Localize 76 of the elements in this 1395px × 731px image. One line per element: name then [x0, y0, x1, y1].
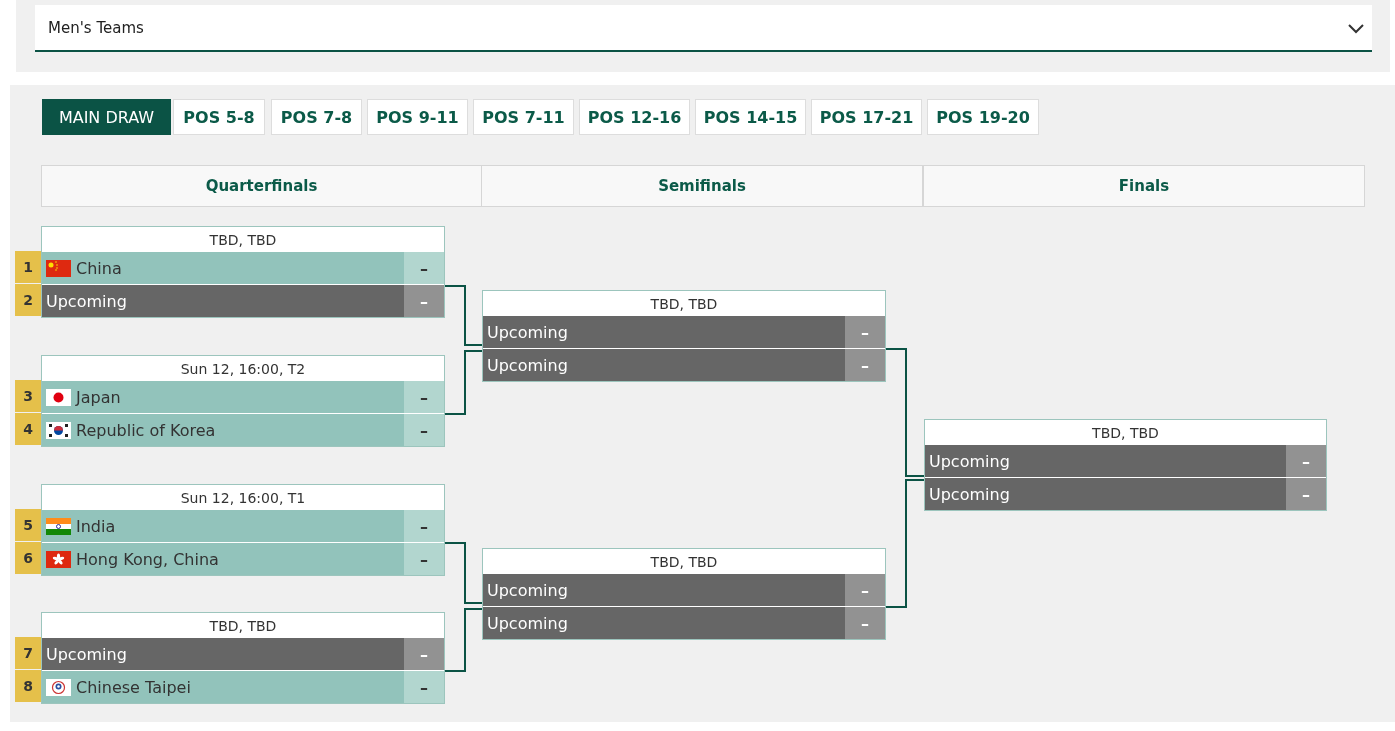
team-name: Upcoming: [487, 580, 568, 600]
team-name: Upcoming: [929, 484, 1010, 504]
team-name: Republic of Korea: [76, 420, 216, 440]
team-row: [483, 349, 885, 381]
team-name: Hong Kong, China: [76, 549, 219, 569]
seed-number: 4: [15, 413, 41, 445]
tab: POS 19-20: [927, 99, 1039, 135]
seed-number: 8: [15, 670, 41, 702]
team-row: [925, 478, 1326, 510]
team-name: Chinese Taipei: [76, 677, 191, 697]
tab: POS 7-8: [271, 99, 362, 135]
bracket-connector: [444, 285, 483, 346]
tab: POS 7-11: [473, 99, 574, 135]
score: –: [845, 607, 885, 639]
team-row: [42, 543, 444, 575]
seed-number: 7: [15, 637, 41, 669]
column-header: Quarterfinals: [41, 165, 482, 207]
match-card: [41, 484, 445, 576]
team-row: [42, 414, 444, 446]
bracket-connector: [444, 608, 483, 672]
score: –: [845, 574, 885, 606]
match-card: [482, 548, 886, 640]
team-row: [483, 607, 885, 639]
score: –: [1286, 478, 1326, 510]
team-row: [42, 638, 444, 670]
tab: POS 9-11: [367, 99, 468, 135]
bracket-connector: [444, 350, 483, 415]
score: –: [1286, 445, 1326, 477]
tab: MAIN DRAW: [42, 99, 171, 135]
score: –: [845, 316, 885, 348]
team-row: [925, 445, 1326, 477]
team-row: [483, 316, 885, 348]
score: –: [404, 638, 444, 670]
column-header: Semifinals: [481, 165, 923, 207]
seed-number: 6: [15, 542, 41, 574]
bracket-connector: [885, 479, 925, 608]
team-row: [42, 510, 444, 542]
score: –: [404, 381, 444, 413]
bracket-connector: [885, 348, 925, 477]
match-card: [482, 290, 886, 382]
seed-number: 3: [15, 380, 41, 412]
score: –: [404, 671, 444, 703]
tab: POS 12-16: [579, 99, 690, 135]
match-card: [41, 612, 445, 704]
team-row: [42, 285, 444, 317]
team-row: [42, 381, 444, 413]
tab: POS 5-8: [173, 99, 265, 135]
match-card: [924, 419, 1327, 511]
score: –: [404, 285, 444, 317]
seed-number: 5: [15, 509, 41, 541]
team-name: Upcoming: [487, 613, 568, 633]
score: –: [404, 252, 444, 284]
match-card: [41, 355, 445, 447]
team-name: Upcoming: [46, 291, 127, 311]
score: –: [404, 543, 444, 575]
score: –: [404, 510, 444, 542]
seed-number: 2: [15, 284, 41, 316]
score: –: [845, 349, 885, 381]
column-header: Finals: [923, 165, 1365, 207]
team-name: India: [76, 516, 116, 536]
seed-number: 1: [15, 251, 41, 283]
team-name: Japan: [76, 387, 121, 407]
team-row: [42, 252, 444, 284]
match-card: [41, 226, 445, 318]
team-name: China: [76, 258, 122, 278]
team-name: Upcoming: [929, 451, 1010, 471]
team-name: Upcoming: [487, 322, 568, 342]
bracket-connector: [444, 542, 483, 604]
tab: POS 14-15: [695, 99, 806, 135]
team-row: [483, 574, 885, 606]
dropdown-select: Men's Teams: [35, 5, 1372, 52]
team-row: [42, 671, 444, 703]
team-name: Upcoming: [46, 644, 127, 664]
score: –: [404, 414, 444, 446]
tab: POS 17-21: [811, 99, 922, 135]
team-name: Upcoming: [487, 355, 568, 375]
